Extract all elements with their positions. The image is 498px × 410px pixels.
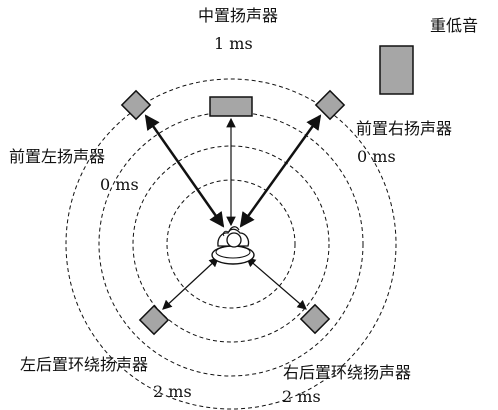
label-surround-left-delay: 2 ms (153, 382, 192, 401)
label-surround-right-name: 右后置环绕扬声器 (283, 363, 411, 382)
label-front-left-name: 前置左扬声器 (9, 147, 105, 166)
speaker-subwoofer-box (379, 45, 414, 95)
speaker-surround-right-box (299, 303, 331, 335)
label-front-right-name: 前置右扬声器 (356, 119, 452, 138)
distance-ring-outer (65, 78, 397, 410)
path-surround-left (162, 257, 219, 310)
speaker-surround-left-box (138, 304, 170, 336)
speaker-surround-left (138, 304, 170, 336)
speaker-front-right-box (314, 89, 346, 121)
distance-ring-2 (132, 145, 330, 343)
label-surround-left-name: 左后置环绕扬声器 (20, 355, 148, 374)
distance-rings (65, 78, 397, 410)
label-front-right-delay: 0 ms (357, 147, 396, 166)
speaker-subwoofer (379, 45, 414, 95)
label-front-left-delay: 0 ms (100, 175, 139, 194)
sound-paths (144, 114, 322, 310)
distance-ring-3 (98, 111, 364, 377)
listener-head (226, 232, 242, 248)
speaker-surround-right (299, 303, 331, 335)
speaker-front-left (120, 89, 152, 121)
speaker-center (209, 96, 253, 117)
listener-icon (211, 226, 255, 265)
label-surround-right-delay: 2 ms (282, 387, 321, 406)
label-center-delay: 1 ms (214, 34, 253, 53)
label-center-name: 中置扬声器 (198, 6, 278, 25)
path-surround-right (246, 257, 307, 310)
label-subwoofer-name: 重低音 (430, 16, 478, 35)
speaker-front-left-box (120, 89, 152, 121)
speaker-center-box (209, 96, 253, 117)
path-front-right (239, 114, 322, 228)
speaker-front-right (314, 89, 346, 121)
path-front-left (144, 114, 225, 228)
